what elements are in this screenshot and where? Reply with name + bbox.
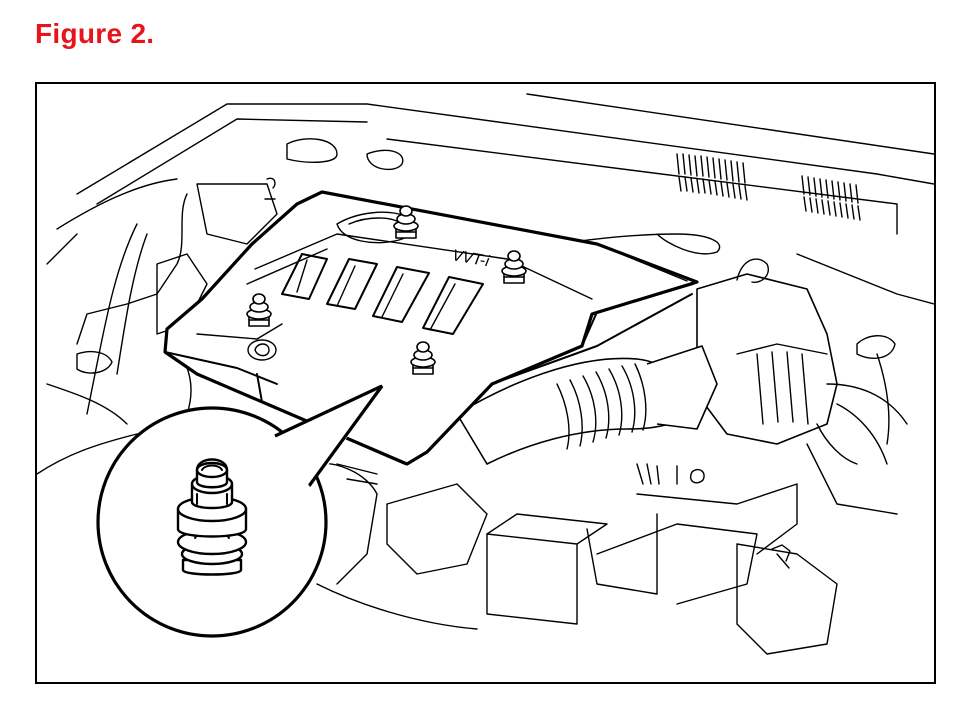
cover-clip — [393, 205, 419, 239]
air-cleaner-box — [696, 258, 908, 515]
cowl-vents — [676, 153, 861, 221]
engine-illustration: VVT-i — [37, 93, 934, 655]
figure-title: Figure 2. — [35, 18, 155, 49]
intake-hose — [456, 345, 718, 465]
clip-detail-icon — [176, 458, 248, 576]
cover-clip — [410, 341, 436, 375]
hood-outline — [46, 93, 934, 305]
cover-clip — [501, 250, 527, 284]
illustration-frame: VVT-i — [35, 82, 936, 684]
engine-cover: VVT-i — [163, 190, 699, 466]
cover-clip — [246, 293, 272, 327]
left-components — [37, 138, 404, 475]
lower-engine — [306, 462, 838, 655]
